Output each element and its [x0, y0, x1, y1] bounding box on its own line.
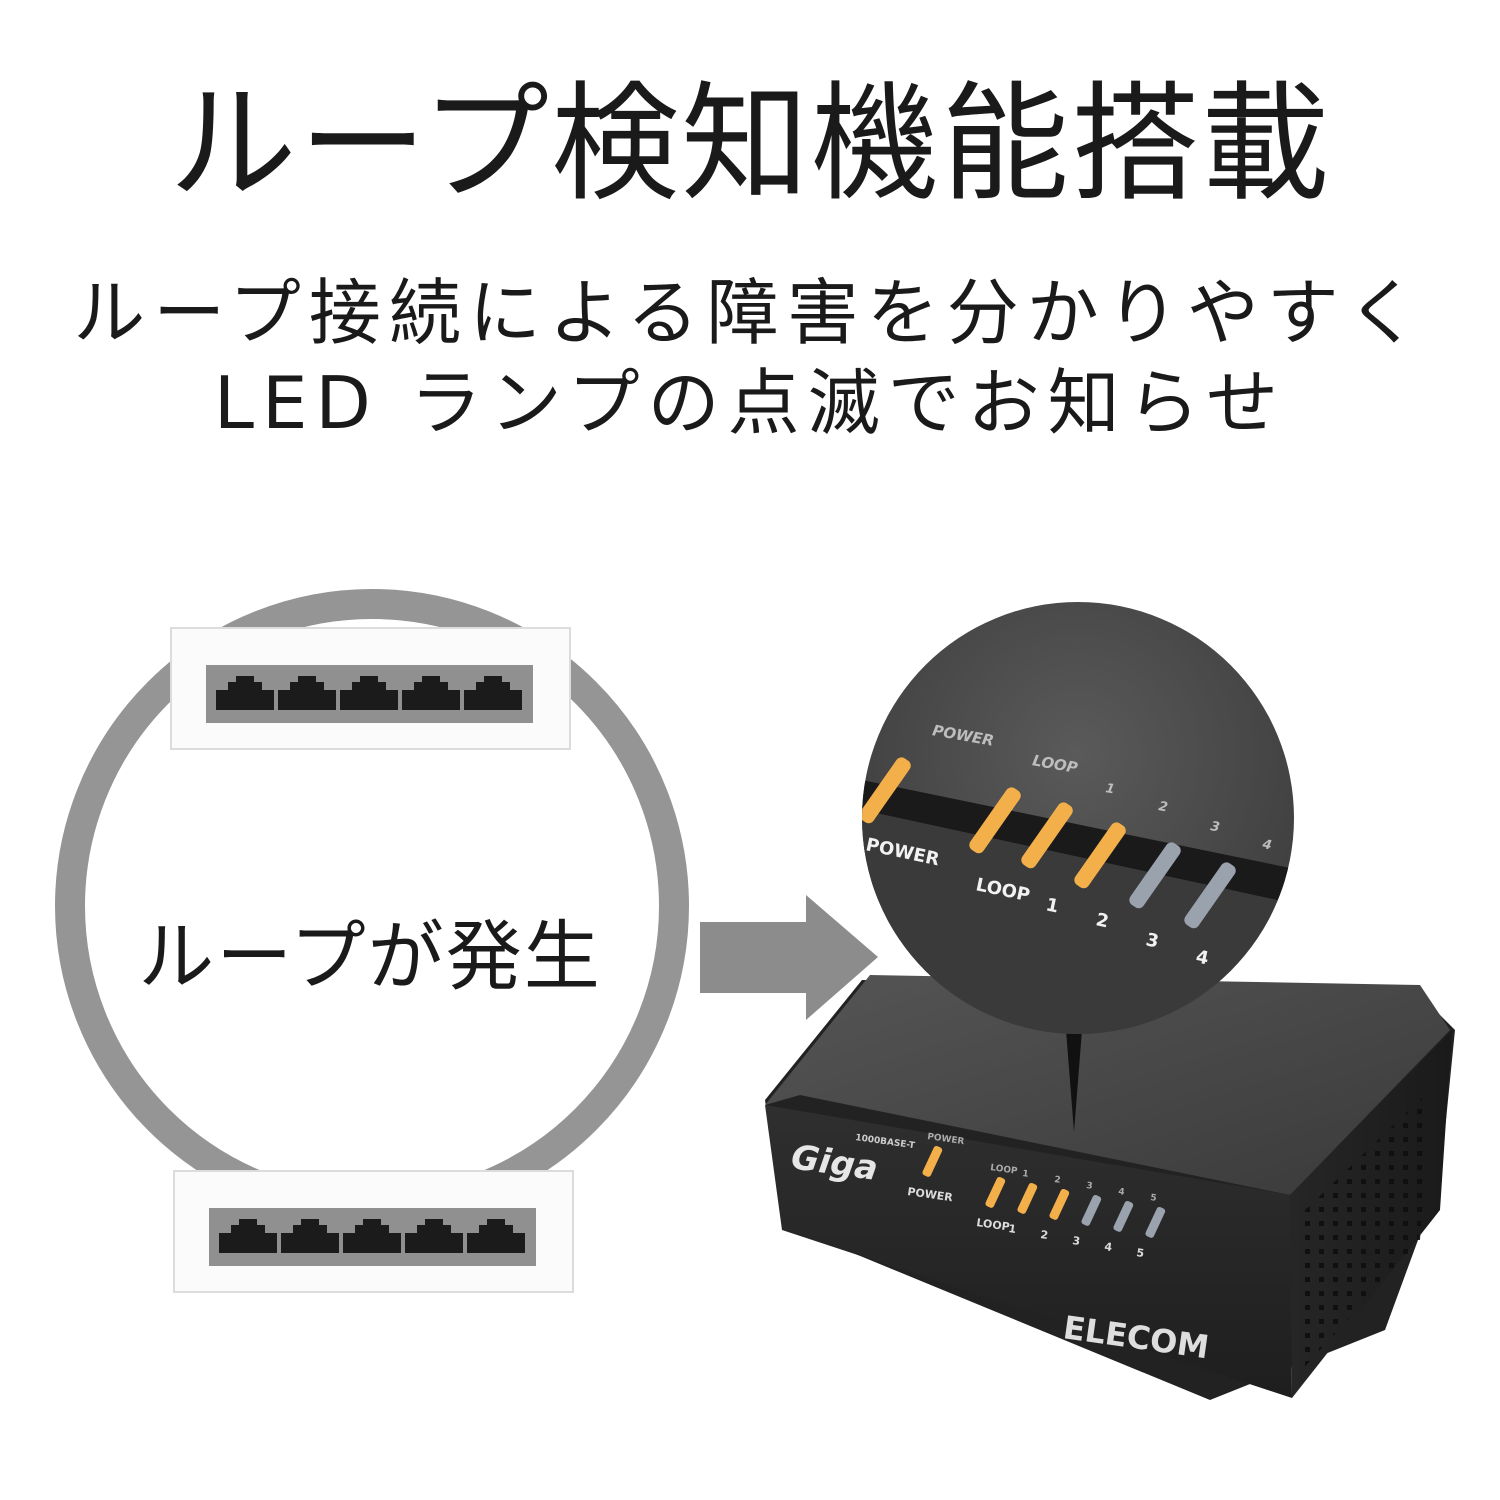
- led-indicator: [1145, 1206, 1166, 1238]
- ethernet-port-icon: [216, 676, 274, 710]
- zoom-led-label-bottom: 1: [1044, 894, 1061, 917]
- zoom-led-label-bottom: 4: [1194, 946, 1211, 969]
- led-label-top: 3: [1086, 1181, 1094, 1192]
- zoom-led-indicator: [862, 757, 911, 824]
- led-label: 5: [1136, 1246, 1145, 1260]
- led-label: 3: [1072, 1234, 1081, 1248]
- zoom-led-label-top: 3: [1209, 819, 1221, 835]
- loop-label: ループが発生: [138, 912, 602, 1001]
- zoom-led-indicator: [1129, 842, 1181, 909]
- led-indicator: [1049, 1188, 1070, 1220]
- led-label-top: 5: [1150, 1193, 1158, 1204]
- led-label: 1: [1008, 1222, 1017, 1236]
- led-indicator: [985, 1176, 1006, 1208]
- led-label-top: 2: [1054, 1175, 1062, 1186]
- ethernet-port-icon: [464, 676, 522, 710]
- led-indicator: [922, 1145, 943, 1177]
- led-label-top: LOOP: [990, 1163, 1019, 1177]
- zoom-led-label-bottom: 2: [1094, 909, 1111, 932]
- zoom-led-indicator: [1074, 822, 1126, 889]
- ethernet-port-icon: [340, 676, 398, 710]
- zoom-led-label-top: 1: [1104, 781, 1116, 797]
- led-label-top: 4: [1118, 1187, 1126, 1198]
- led-label: LOOP: [976, 1216, 1011, 1234]
- ethernet-port-icon: [281, 1219, 339, 1253]
- led-label: 4: [1104, 1240, 1114, 1254]
- ethernet-port-icon: [405, 1219, 463, 1253]
- zoom-led-label-top: 4: [1260, 837, 1272, 854]
- switch-bottom: [173, 1170, 574, 1293]
- ethernet-port-icon: [219, 1219, 277, 1253]
- ethernet-port-icon: [402, 676, 460, 710]
- led-label: POWER: [907, 1185, 954, 1204]
- ethernet-port-icon: [343, 1219, 401, 1253]
- subtitle-line-2: LED ランプの点滅でお知らせ: [213, 361, 1287, 445]
- led-label: 2: [1040, 1228, 1049, 1242]
- led-label-top: 1: [1022, 1169, 1030, 1180]
- zoom-led-indicator: [1184, 862, 1236, 929]
- zoom-led-indicator: [1021, 802, 1073, 869]
- ethernet-port-icon: [278, 676, 336, 710]
- switch-top: [170, 627, 571, 750]
- ethernet-port-icon: [467, 1219, 525, 1253]
- zoom-led-label-top: 2: [1157, 799, 1169, 815]
- zoom-led-label-bottom: 3: [1144, 929, 1161, 952]
- led-indicator: [1081, 1194, 1102, 1226]
- switch-device: [765, 975, 1455, 1400]
- page-title: ループ検知機能搭載: [168, 70, 1332, 219]
- arrow-right-icon: [700, 895, 878, 1020]
- led-indicator: [1113, 1200, 1134, 1232]
- led-indicator: [1017, 1182, 1038, 1214]
- zoom-led-indicator: [969, 787, 1021, 854]
- subtitle-line-1: ループ接続による障害を分かりやすく: [73, 271, 1427, 355]
